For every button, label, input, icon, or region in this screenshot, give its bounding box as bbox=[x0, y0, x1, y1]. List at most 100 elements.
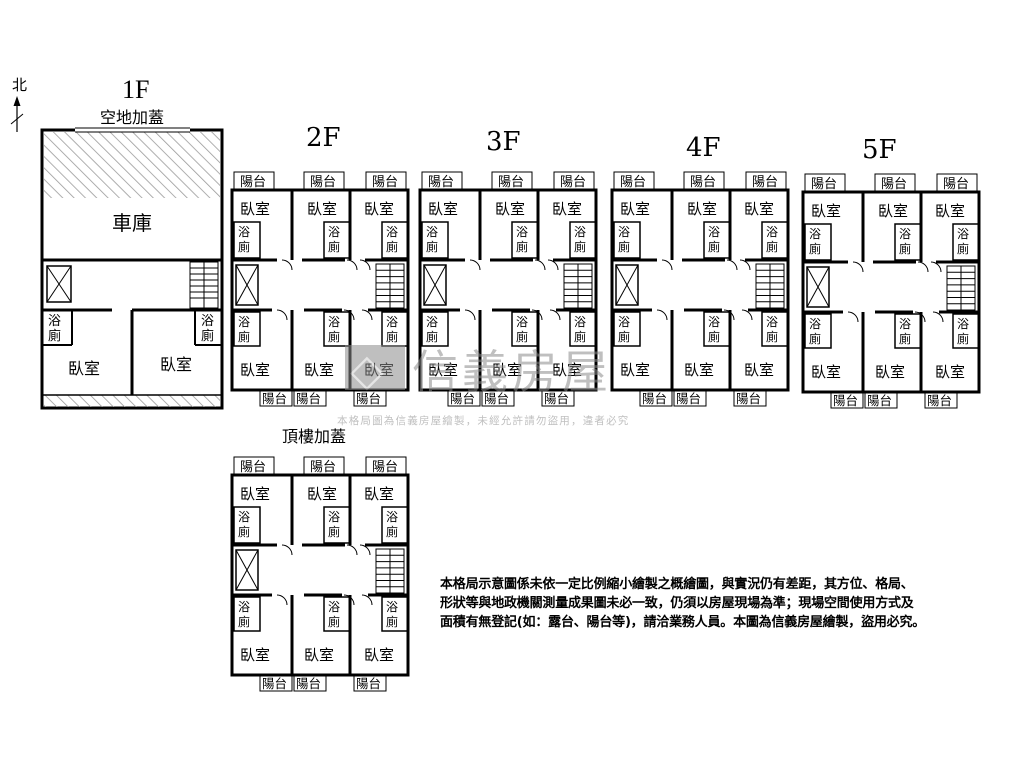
balcony-label: 陽台 bbox=[752, 175, 778, 190]
compass-label: 北 bbox=[12, 76, 27, 94]
floor-label-4f: 4F bbox=[686, 133, 721, 163]
bathroom-label: 浴 bbox=[386, 600, 398, 614]
bedroom-label: 臥室 bbox=[240, 361, 270, 379]
bedroom-label: 臥室 bbox=[492, 361, 522, 379]
balcony-label: 陽台 bbox=[498, 175, 524, 190]
floor-3f: 3F陽台陽台陽台浴廁浴廁浴廁浴廁浴廁浴廁臥室臥室臥室臥室臥室臥室陽台陽台陽台 bbox=[418, 127, 598, 407]
bathroom-label: 廁 bbox=[618, 329, 630, 344]
bedroom-label: 臥室 bbox=[240, 485, 270, 503]
balcony-label: 陽台 bbox=[881, 177, 907, 192]
bathroom-label: 浴 bbox=[516, 225, 528, 239]
bathroom-label: 浴 bbox=[618, 225, 630, 239]
balcony-label: 陽台 bbox=[450, 391, 475, 406]
bathroom-label: 浴 bbox=[516, 315, 528, 329]
bathroom-label: 浴 bbox=[201, 314, 214, 329]
stairs-icon bbox=[375, 548, 405, 594]
bathroom-label: 廁 bbox=[386, 524, 398, 539]
balcony-label: 陽台 bbox=[544, 391, 569, 406]
bathroom-label: 浴 bbox=[809, 227, 821, 241]
bedroom-label: 臥室 bbox=[304, 361, 334, 379]
disclaimer-line: 形狀等與地政機關測量成果圖未必一致，仍須以房屋現場為準；現場空間使用方式及 bbox=[440, 596, 914, 611]
bathroom-label: 浴 bbox=[766, 315, 778, 329]
balcony-label: 陽台 bbox=[927, 393, 952, 408]
bathroom-label: 廁 bbox=[238, 524, 250, 539]
stairs-icon bbox=[946, 265, 976, 311]
disclaimer-note: 本格局示意圖係未依一定比例縮小繪製之概繪圖，與實況仍有差距，其方位、格局、 形狀… bbox=[440, 575, 1020, 632]
bathroom-label: 浴 bbox=[386, 225, 398, 239]
brand-logo-icon bbox=[345, 345, 405, 390]
bedroom-label: 臥室 bbox=[687, 200, 717, 218]
bathroom-label: 廁 bbox=[708, 239, 720, 254]
elevator-icon bbox=[235, 549, 259, 591]
bathroom-label: 廁 bbox=[48, 328, 61, 344]
balcony-label: 陽台 bbox=[428, 175, 454, 190]
bathroom-label: 浴 bbox=[328, 600, 340, 614]
elevator-icon bbox=[423, 264, 447, 306]
bathroom-label: 浴 bbox=[899, 227, 911, 241]
bathroom-label: 廁 bbox=[899, 331, 911, 346]
bathroom-label: 廁 bbox=[899, 241, 911, 256]
bathroom-label: 廁 bbox=[957, 331, 969, 346]
floor-label-1f: 1F bbox=[122, 75, 149, 104]
floor-label-roof: 頂樓加蓋 bbox=[282, 427, 346, 446]
svg-text:◇: ◇ bbox=[350, 345, 384, 396]
balcony-label: 陽台 bbox=[262, 391, 287, 406]
elevator-icon bbox=[235, 264, 259, 306]
balcony-label: 陽台 bbox=[736, 391, 761, 406]
bedroom-label: 臥室 bbox=[364, 646, 394, 664]
bedroom-label: 臥室 bbox=[552, 361, 582, 379]
balcony-label: 陽台 bbox=[296, 391, 321, 406]
bedroom-label: 臥室 bbox=[744, 200, 774, 218]
bedroom-label: 臥室 bbox=[428, 200, 458, 218]
garage-label: 車庫 bbox=[112, 211, 152, 235]
bathroom-label: 廁 bbox=[238, 239, 250, 254]
bathroom-label: 廁 bbox=[238, 329, 250, 344]
bathroom-label: 廁 bbox=[516, 329, 528, 344]
bedroom-label: 臥室 bbox=[620, 361, 650, 379]
bathroom-label: 廁 bbox=[516, 239, 528, 254]
balcony-label: 陽台 bbox=[356, 676, 381, 691]
bathroom-label: 廁 bbox=[957, 241, 969, 256]
bedroom-label: 臥室 bbox=[495, 200, 525, 218]
balcony-label: 陽台 bbox=[310, 175, 336, 190]
open-space-label: 空地加蓋 bbox=[100, 108, 164, 127]
watermark: ◇ 信義房屋 本格局圖為信義房屋繪製，未經允許請勿盜用，違者必究 bbox=[337, 345, 630, 427]
floor-label-5f: 5F bbox=[862, 135, 897, 165]
bathroom-label: 廁 bbox=[328, 329, 340, 344]
balcony-label: 陽台 bbox=[356, 391, 381, 406]
bathroom-label: 廁 bbox=[766, 329, 778, 344]
floor-5f: 5F陽台陽台陽台浴廁浴廁浴廁浴廁浴廁浴廁臥室臥室臥室臥室臥室臥室陽台陽台陽台 bbox=[801, 135, 981, 409]
balcony-label: 陽台 bbox=[642, 391, 667, 406]
balcony-label: 陽台 bbox=[262, 676, 287, 691]
balcony-label: 陽台 bbox=[372, 175, 398, 190]
bathroom-label: 廁 bbox=[328, 614, 340, 629]
bathroom-label: 廁 bbox=[426, 239, 438, 254]
stairs-icon bbox=[755, 263, 785, 309]
bathroom-label: 浴 bbox=[957, 227, 969, 241]
bedroom-label: 臥室 bbox=[935, 202, 965, 220]
bathroom-label: 浴 bbox=[426, 315, 438, 329]
balcony-label: 陽台 bbox=[620, 175, 646, 190]
bathroom-label: 浴 bbox=[238, 600, 250, 614]
watermark-notice: 本格局圖為信義房屋繪製，未經允許請勿盜用，違者必究 bbox=[337, 414, 630, 427]
bathroom-label: 廁 bbox=[574, 239, 586, 254]
balcony-label: 陽台 bbox=[310, 460, 336, 475]
disclaimer-line: 本格局示意圖係未依一定比例縮小繪製之概繪圖，與實況仍有差距，其方位、格局、 bbox=[440, 577, 914, 592]
balcony-label: 陽台 bbox=[867, 393, 892, 408]
balcony-label: 陽台 bbox=[240, 175, 266, 190]
floor-4f: 4F陽台陽台陽台浴廁浴廁浴廁浴廁浴廁浴廁臥室臥室臥室臥室臥室臥室陽台陽台陽台 bbox=[610, 133, 790, 407]
bathroom-label: 浴 bbox=[766, 225, 778, 239]
bedroom-label: 臥室 bbox=[307, 485, 337, 503]
balcony-label: 陽台 bbox=[560, 175, 586, 190]
bathroom-label: 浴 bbox=[48, 314, 61, 329]
stairs-icon bbox=[189, 261, 219, 309]
bathroom-label: 廁 bbox=[386, 239, 398, 254]
bathroom-label: 廁 bbox=[426, 329, 438, 344]
bedroom-label: 臥室 bbox=[811, 363, 841, 381]
balcony-label: 陽台 bbox=[833, 393, 858, 408]
stairs-icon bbox=[563, 263, 593, 309]
bathroom-label: 浴 bbox=[618, 315, 630, 329]
balcony-label: 陽台 bbox=[811, 177, 837, 192]
balcony-label: 陽台 bbox=[676, 391, 701, 406]
bathroom-label: 浴 bbox=[809, 317, 821, 331]
